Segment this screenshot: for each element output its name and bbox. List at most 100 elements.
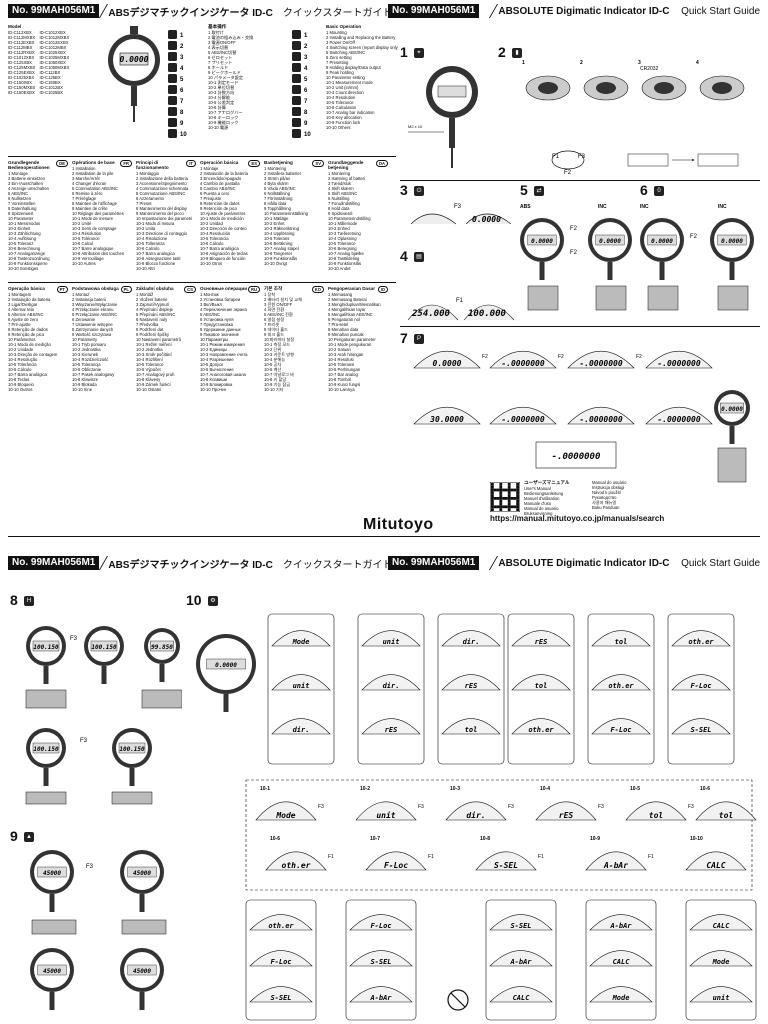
language-line: 4 Alternar tela (8, 307, 34, 312)
lcd-panel (413, 406, 481, 425)
abs-label: ABS (520, 204, 531, 210)
lcd-panel (535, 801, 597, 821)
gauge-value: 45000 (43, 870, 61, 877)
en-operation-item: 10 Parameter setting (326, 75, 365, 80)
qr-module (493, 488, 497, 492)
qr-module (516, 485, 519, 489)
step-7-number: 7 (400, 330, 408, 346)
language-line: 9 Topphållning (264, 206, 291, 211)
language-line: 9 Maintien de crête (72, 206, 108, 211)
language-line: 10-2 단위 (264, 347, 282, 352)
jp-operation-item: 5 ABS/INC切替 (208, 50, 237, 55)
language-line: 7 Předvolba (136, 322, 159, 327)
language-line: 6 Nollställning (264, 191, 291, 196)
model-item: ID-C150EXBX (8, 90, 35, 95)
step-3-power-diagram: 0.0000 F3 (410, 204, 512, 225)
step-icon (168, 107, 177, 116)
gauge-lcd (127, 964, 157, 976)
manual-link-item: Manuel d'utilisation (524, 496, 560, 501)
model-item: ID-C1050XBX (39, 60, 66, 65)
model-item: ID-C1012XBX (39, 30, 66, 35)
gauge-lcd (717, 234, 747, 246)
lcd-panel (361, 630, 421, 647)
lcd-value: tol (535, 682, 548, 690)
lcd-value: unit (293, 682, 310, 690)
page-two: No. 99MAH056M1 ABSデジマチックインジケータ ID-C クイック… (8, 556, 760, 1024)
language-line: 7 Предустановка (200, 322, 233, 327)
workpiece (31, 919, 77, 935)
language-line: 10-10 Andet (328, 266, 351, 271)
language-line: 3 Ein-/Ausschalten (8, 181, 43, 186)
language-line: 10-10 Lainnya (328, 387, 355, 392)
language-line: 10 Pengaturan parameter (328, 337, 376, 342)
language-code-badge: ES (248, 160, 260, 167)
language-line: 10-7 Barra analogica (136, 251, 175, 256)
language-line: 7 Voreinstellen (8, 201, 36, 206)
param-detail-group (485, 899, 557, 1021)
language-line: 10-3 Dirección de conteo (200, 226, 247, 231)
gauge-lcd (720, 402, 744, 414)
workpiece (25, 689, 67, 709)
language-line: 10-4 Rozdzielczość (72, 357, 109, 362)
language-line: 10-10 Прочее (200, 387, 227, 392)
step-icon (292, 52, 301, 61)
lcd-value: dir. (293, 726, 310, 734)
lcd-panel (567, 406, 635, 425)
en-operation-item: 10-4 Resolution (326, 95, 356, 100)
language-line: 10-10 Övrigt (264, 261, 288, 266)
qr-module (502, 497, 505, 500)
language-line: 3 Ligar/Desligar (8, 302, 38, 307)
step-10-number: 10 (186, 592, 202, 608)
step-icon (292, 96, 301, 105)
battery-icon: ▮ (512, 48, 522, 58)
language-line: 6 Установка нуля (200, 317, 234, 322)
qr-module (507, 505, 511, 509)
language-line: 2 Instalacja baterii (72, 297, 106, 302)
language-line: 3 전원 ON/OFF (264, 302, 293, 307)
product-title-jp: ABSデジマチックインジケータ ID-C (108, 7, 273, 19)
lcd-panel (365, 851, 427, 871)
lcd-value: tol (649, 811, 664, 820)
qr-module (499, 497, 503, 500)
gauge-lcd (32, 742, 60, 754)
param-option-group (267, 613, 335, 765)
language-line: 10-3 Kierunek (72, 352, 99, 357)
manual-url-link[interactable]: https://manual.mitutoyo.co.jp/manuals/se… (490, 514, 665, 523)
qr-module (491, 508, 494, 511)
step-icon-number: 10 (180, 132, 187, 138)
qr-module (491, 491, 494, 495)
language-line: 10-8 Klávesy (136, 377, 161, 382)
key-label: F2 (570, 226, 578, 232)
qr-module (507, 508, 511, 511)
lcd-panel (445, 801, 507, 821)
language-line: 7 Preset (136, 201, 152, 206)
lcd-panel (249, 986, 313, 1003)
language-line: 10-5 Tolerancja (72, 362, 101, 367)
language-heading: Základní obsluha (136, 286, 174, 291)
lcd-panel (349, 914, 413, 931)
model-item: ID-C1012MBX (39, 45, 67, 50)
lcd-panel (589, 914, 653, 931)
language-line: 10-2 Unité (72, 221, 92, 226)
language-line: 3 Zapnutí/Vypnutí (136, 302, 169, 307)
manual-link-item: Manual do usuário (592, 480, 627, 485)
language-line: 10-3 Arah hitungan (328, 352, 364, 357)
battery-step-label: 2 (580, 60, 583, 66)
step-icon-number: 10 (304, 132, 311, 138)
language-line: 10-7 Analog bjælke (328, 251, 364, 256)
lcd-value: 30.0000 (429, 415, 464, 424)
header-japanese: No. 99MAH056M1 ABSデジマチックインジケータ ID-C クイック… (8, 4, 393, 19)
step-1-illustration: M2 x 10 (408, 66, 478, 168)
language-line: 8 Удержание данных (200, 327, 241, 332)
language-line: 7 Preajuste (200, 196, 222, 201)
language-line: 10-9 Funktionslås (264, 256, 298, 261)
param-detail-group (685, 899, 757, 1021)
jp-operation-item: 10-9 機能ロック (208, 120, 239, 125)
lcd-panel (567, 350, 635, 369)
lcd-panel (271, 674, 331, 691)
language-heading: 기본 조작 (264, 286, 283, 291)
header-english: No. 99MAH056M1 ABSOLUTE Digimatic Indica… (388, 4, 760, 18)
